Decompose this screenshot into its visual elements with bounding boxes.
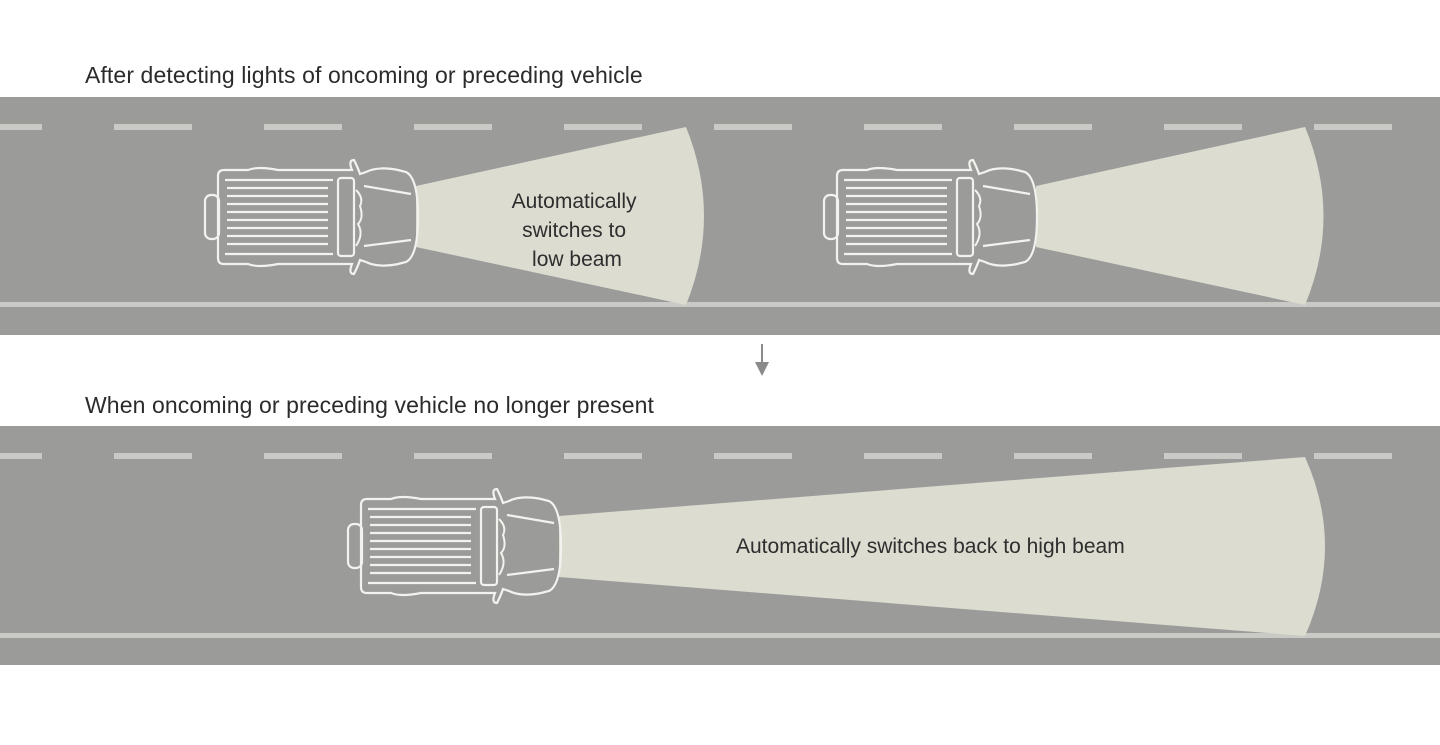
- lane-dash: [0, 124, 42, 130]
- panel-heading-no-vehicle: When oncoming or preceding vehicle no lo…: [85, 392, 655, 418]
- lane-dash: [264, 453, 342, 459]
- low-beam-cone-ahead: [1036, 127, 1324, 305]
- lane-dash: [714, 124, 792, 130]
- lane-dash: [114, 453, 192, 459]
- lane-dash: [1014, 453, 1092, 459]
- low-beam-label-line-2: switches to: [522, 219, 626, 242]
- lane-dash: [1014, 124, 1092, 130]
- panel-heading-detecting: After detecting lights of oncoming or pr…: [85, 62, 643, 88]
- lane-dash: [864, 124, 942, 130]
- high-beam-label: Automatically switches back to high beam: [736, 535, 1125, 558]
- road-edge-line: [0, 633, 1440, 638]
- lane-dash: [714, 453, 792, 459]
- lane-dash: [1164, 124, 1242, 130]
- lane-dash: [564, 453, 642, 459]
- lane-dashes: [0, 453, 1392, 459]
- down-arrow-icon: [755, 344, 769, 376]
- high-beam-cone: [559, 457, 1325, 636]
- lane-dash: [114, 124, 192, 130]
- lane-dash: [1164, 453, 1242, 459]
- lane-dash: [564, 124, 642, 130]
- low-beam-label-line-3: low beam: [532, 248, 622, 271]
- low-beam-cone: [416, 127, 704, 305]
- lane-dash: [414, 453, 492, 459]
- lane-dash: [1314, 453, 1392, 459]
- road-edge-line: [0, 302, 1440, 307]
- lane-dash: [0, 453, 42, 459]
- low-beam-label: Automatically switches to low beam: [512, 190, 643, 271]
- lane-dash: [864, 453, 942, 459]
- low-beam-label-line-1: Automatically: [512, 190, 637, 213]
- lane-dash: [1314, 124, 1392, 130]
- lane-dashes: [0, 124, 1392, 130]
- lane-dash: [264, 124, 342, 130]
- lane-dash: [414, 124, 492, 130]
